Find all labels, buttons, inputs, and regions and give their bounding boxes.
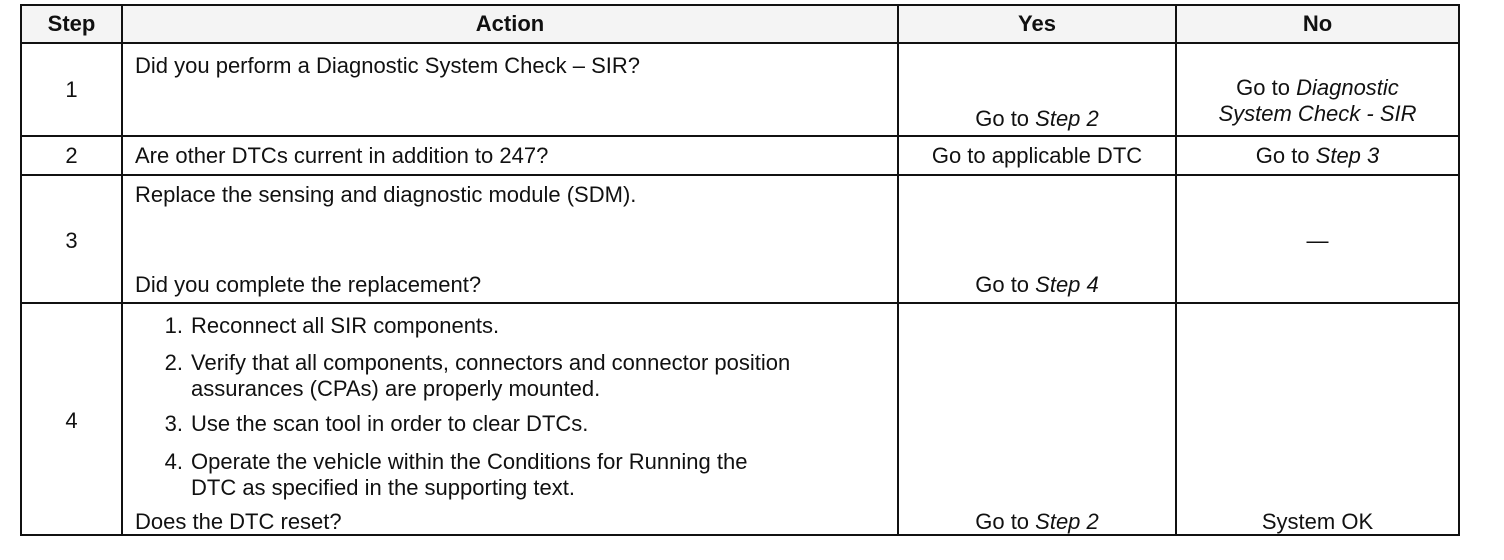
list-item-continued: DTC as specified in the supporting text.: [191, 475, 575, 500]
table-row: 3 Replace the sensing and diagnostic mod…: [22, 176, 1458, 304]
no-cell: System OK: [1177, 304, 1458, 534]
step-number: 1: [65, 77, 78, 102]
header-step-cell: Step: [22, 6, 123, 42]
table-header-row: Step Action Yes No: [22, 6, 1458, 44]
yes-text: Go to Step 2: [975, 106, 1099, 131]
yes-cell: Go to Step 2: [899, 44, 1177, 135]
no-text-line2: System Check - SIR: [1218, 101, 1417, 126]
yes-text: Go to Step 4: [975, 272, 1099, 297]
list-item-number: 3.: [164, 411, 183, 436]
list-item: Reconnect all SIR components.: [191, 313, 500, 338]
header-no-cell: No: [1177, 6, 1458, 42]
table-row: 2 Are other DTCs current in addition to …: [22, 137, 1458, 176]
list-item-number: 2.: [164, 350, 183, 375]
table-row: 4 1. Reconnect all SIR components. 2. Ve…: [22, 304, 1458, 534]
no-cell: —: [1177, 176, 1458, 302]
no-cell: Go to Diagnostic System Check - SIR: [1177, 44, 1458, 135]
step-cell: 3: [22, 176, 123, 302]
yes-text: Go to Step 2: [975, 509, 1099, 534]
step-number: 4: [65, 408, 78, 433]
header-yes-cell: Yes: [899, 6, 1177, 42]
no-text: System OK: [1261, 509, 1374, 534]
header-action-cell: Action: [123, 6, 899, 42]
header-no: No: [1302, 11, 1333, 36]
yes-text: Go to applicable DTC: [931, 143, 1143, 168]
action-cell: 1. Reconnect all SIR components. 2. Veri…: [123, 304, 899, 534]
list-item: Operate the vehicle within the Condition…: [191, 449, 748, 474]
action-cell: Are other DTCs current in addition to 24…: [123, 137, 899, 174]
list-item-number: 1.: [164, 313, 183, 338]
header-action: Action: [475, 11, 545, 36]
list-item: Use the scan tool in order to clear DTCs…: [191, 411, 589, 436]
list-item-continued: assurances (CPAs) are properly mounted.: [191, 376, 601, 401]
action-cell: Replace the sensing and diagnostic modul…: [123, 176, 899, 302]
no-text: Go to Step 3: [1255, 143, 1380, 168]
step-cell: 2: [22, 137, 123, 174]
no-text-line1: Go to Diagnostic: [1236, 75, 1399, 100]
action-text: Did you perform a Diagnostic System Chec…: [135, 53, 640, 78]
no-text: —: [1306, 228, 1329, 253]
action-text: Are other DTCs current in addition to 24…: [135, 143, 549, 168]
list-item-number: 4.: [164, 449, 183, 474]
action-question: Does the DTC reset?: [135, 509, 342, 534]
no-cell: Go to Step 3: [1177, 137, 1458, 174]
step-cell: 4: [22, 304, 123, 534]
step-number: 2: [65, 143, 78, 168]
step-cell: 1: [22, 44, 123, 135]
table-row: 1 Did you perform a Diagnostic System Ch…: [22, 44, 1458, 137]
diagnostic-table: Step Action Yes No 1 Did you perform a D…: [20, 4, 1460, 536]
list-item: Verify that all components, connectors a…: [191, 350, 791, 375]
step-number: 3: [65, 228, 78, 253]
header-step: Step: [47, 11, 96, 36]
yes-cell: Go to applicable DTC: [899, 137, 1177, 174]
action-cell: Did you perform a Diagnostic System Chec…: [123, 44, 899, 135]
action-text: Replace the sensing and diagnostic modul…: [135, 182, 637, 207]
action-question: Did you complete the replacement?: [135, 272, 482, 297]
header-yes: Yes: [1018, 11, 1056, 36]
yes-cell: Go to Step 2: [899, 304, 1177, 534]
yes-cell: Go to Step 4: [899, 176, 1177, 302]
